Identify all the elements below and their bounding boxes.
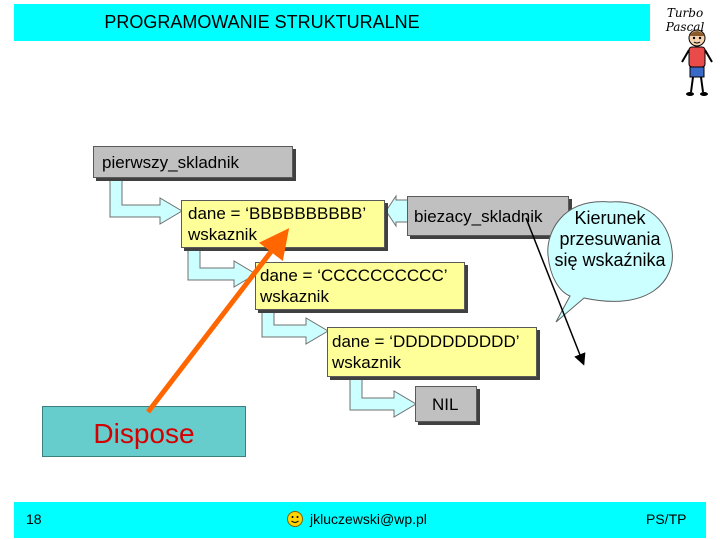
list-node-3: dane = ‘DDDDDDDDDD’ wskaznik bbox=[327, 327, 537, 377]
connector-current-to-node1 bbox=[385, 194, 409, 228]
head-pointer-label: pierwszy_skladnik bbox=[102, 153, 239, 172]
connector-head-to-node1 bbox=[109, 177, 183, 225]
node-1-link: wskaznik bbox=[188, 225, 257, 244]
callout-text: Kierunek przesuwania się wskaźnika bbox=[540, 208, 680, 271]
node-1-data: dane = ‘BBBBBBBBBB’ bbox=[188, 204, 367, 223]
connector-node2-to-node3 bbox=[261, 305, 329, 345]
connector-node3-to-nil bbox=[349, 377, 417, 418]
page-title: PROGRAMOWANIE STRUKTURALNE bbox=[104, 12, 420, 32]
callout-line-3: się wskaźnika bbox=[554, 250, 666, 270]
footer-email: jkluczewski@wp.pl bbox=[310, 511, 427, 527]
direction-arrow bbox=[525, 217, 586, 366]
footer-bar bbox=[14, 502, 706, 538]
title-bar: PROGRAMOWANIE STRUKTURALNE bbox=[14, 4, 650, 41]
dispose-box: Dispose bbox=[42, 406, 246, 457]
head-pointer-box: pierwszy_skladnik bbox=[93, 146, 293, 178]
slide-number: 18 bbox=[26, 511, 42, 527]
nil-label: NIL bbox=[432, 395, 459, 414]
list-node-2: dane = ‘CCCCCCCCCC’ wskaznik bbox=[255, 262, 465, 310]
nil-box: NIL bbox=[415, 386, 477, 422]
smiley-icon bbox=[286, 510, 304, 528]
current-pointer-label: biezacy_skladnik bbox=[414, 207, 543, 226]
node-3-link: wskaznik bbox=[332, 353, 401, 372]
dispose-label: Dispose bbox=[93, 417, 195, 449]
mascot-icon bbox=[681, 29, 713, 96]
connector-node1-to-node2 bbox=[187, 245, 257, 288]
dispose-arrow bbox=[146, 228, 290, 414]
callout-line-1: Kierunek bbox=[574, 208, 646, 228]
footer-course: PS/TP bbox=[646, 511, 687, 527]
node-2-data: dane = ‘CCCCCCCCCC’ bbox=[260, 266, 448, 285]
current-pointer-box: biezacy_skladnik bbox=[407, 196, 569, 236]
node-2-link: wskaznik bbox=[260, 287, 329, 306]
callout-line-2: przesuwania bbox=[559, 229, 661, 249]
node-3-data: dane = ‘DDDDDDDDDD’ bbox=[332, 332, 520, 351]
